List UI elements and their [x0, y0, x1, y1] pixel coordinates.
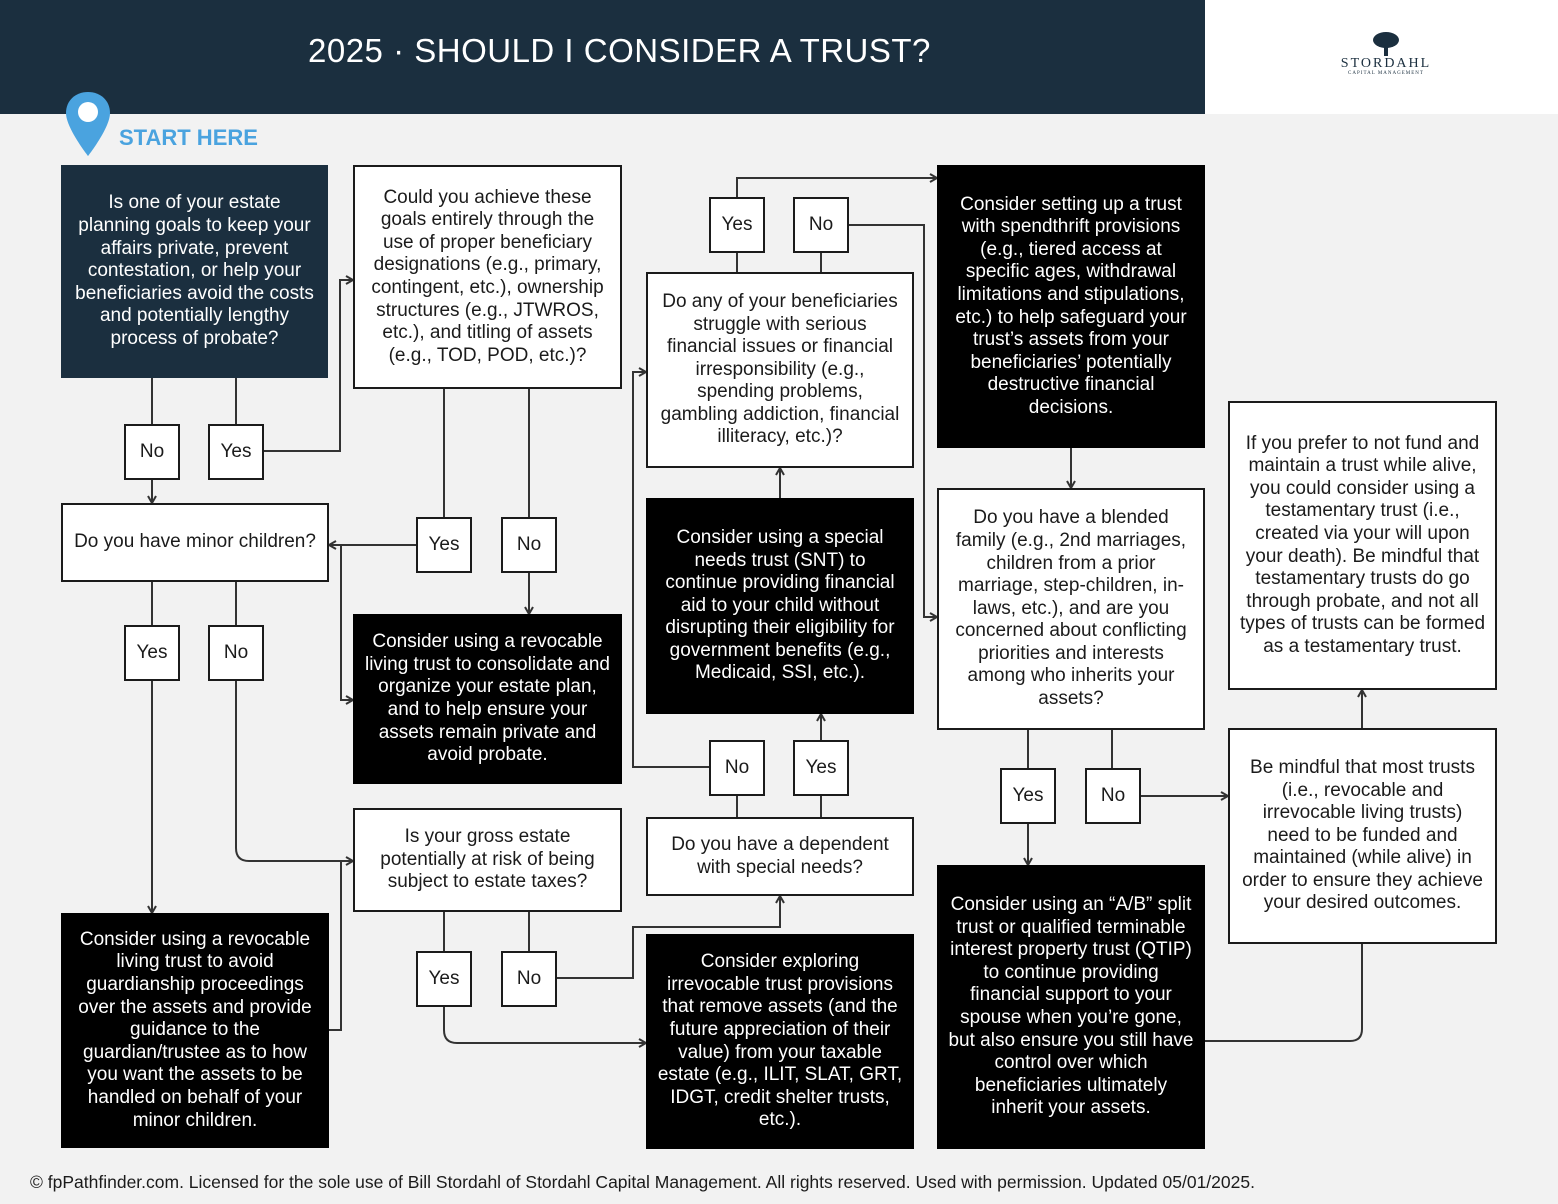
map-pin-icon — [66, 92, 110, 156]
answer-yes: Yes — [1000, 768, 1056, 824]
answer-no: No — [709, 740, 765, 796]
start-here-label: START HERE — [119, 125, 258, 150]
question-privacy-probate: Is one of your estate planning goals to … — [61, 165, 328, 378]
logo-name: STORDAHL — [1340, 56, 1432, 71]
answer-yes: Yes — [416, 517, 472, 573]
question-dependent-special-needs: Do you have a dependent with special nee… — [646, 817, 914, 896]
logo-panel — [1205, 0, 1558, 114]
answer-yes: Yes — [709, 197, 765, 253]
footer-copyright: © fpPathfinder.com. Licensed for the sol… — [30, 1172, 1255, 1192]
action-spendthrift-trust: Consider setting up a trust with spendth… — [937, 165, 1205, 448]
answer-no: No — [793, 197, 849, 253]
question-blended-family: Do you have a blended family (e.g., 2nd … — [937, 488, 1205, 730]
question-beneficiary-financial-issues: Do any of your beneficiaries struggle wi… — [646, 272, 914, 468]
action-ab-split-qtip-trust: Consider using an “A/B” split trust or q… — [937, 865, 1205, 1149]
answer-no: No — [124, 424, 180, 480]
answer-yes: Yes — [124, 625, 180, 681]
answer-yes: Yes — [793, 740, 849, 796]
action-special-needs-trust: Consider using a special needs trust (SN… — [646, 498, 914, 714]
answer-no: No — [208, 625, 264, 681]
note-funding-trusts: Be mindful that most trusts (i.e., revoc… — [1228, 728, 1497, 944]
question-estate-taxes: Is your gross estate potentially at risk… — [353, 808, 622, 912]
header-bar — [0, 0, 1205, 114]
answer-yes: Yes — [416, 951, 472, 1007]
question-beneficiary-designations: Could you achieve these goals entirely t… — [353, 165, 622, 389]
action-revocable-trust-guardianship: Consider using a revocable living trust … — [61, 913, 329, 1148]
note-testamentary-trust: If you prefer to not fund and maintain a… — [1228, 401, 1497, 690]
answer-no: No — [501, 517, 557, 573]
answer-no: No — [501, 951, 557, 1007]
page-title: 2025 · SHOULD I CONSIDER A TRUST? — [308, 32, 931, 69]
answer-yes: Yes — [208, 424, 264, 480]
question-minor-children: Do you have minor children? — [61, 503, 329, 582]
answer-no: No — [1085, 768, 1141, 824]
action-revocable-trust-consolidate: Consider using a revocable living trust … — [353, 614, 622, 784]
tree-logo-icon — [1373, 32, 1399, 56]
logo-subtitle: CAPITAL MANAGEMENT — [1348, 71, 1424, 76]
action-irrevocable-trust-provisions: Consider exploring irrevocable trust pro… — [646, 934, 914, 1149]
